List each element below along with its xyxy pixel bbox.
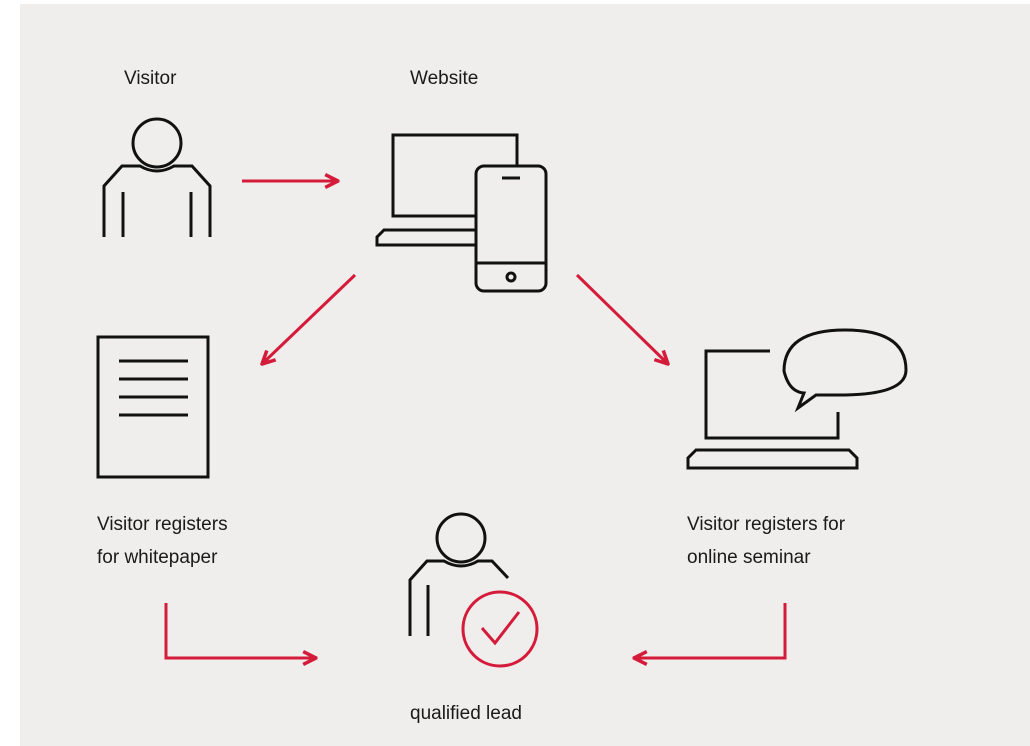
laptop-phone-icon [375, 133, 548, 293]
whitepaper-label-line1: Visitor registers [97, 514, 228, 535]
arrow-seminar-to-lead [634, 603, 787, 658]
seminar-label: Visitor registers for online seminar [687, 508, 845, 574]
arrow-whitepaper-to-lead [164, 603, 316, 658]
arrow-website-to-seminar [575, 273, 668, 364]
whitepaper-label: Visitor registers for whitepaper [97, 508, 228, 574]
arrow-website-to-whitepaper [262, 273, 357, 364]
diagram-panel [20, 4, 1030, 746]
person-icon [102, 117, 212, 237]
document-icon [96, 335, 210, 479]
website-label: Website [410, 68, 479, 89]
flow-arrows [164, 181, 787, 658]
whitepaper-label-line2: for whitepaper [97, 547, 218, 568]
qualified-lead-label: qualified lead [410, 703, 522, 724]
person-check-icon [408, 512, 539, 668]
seminar-label-line2: online seminar [687, 547, 811, 568]
seminar-label-line1: Visitor registers for [687, 514, 846, 535]
laptop-chat-icon [686, 328, 908, 470]
visitor-label: Visitor [124, 68, 177, 89]
